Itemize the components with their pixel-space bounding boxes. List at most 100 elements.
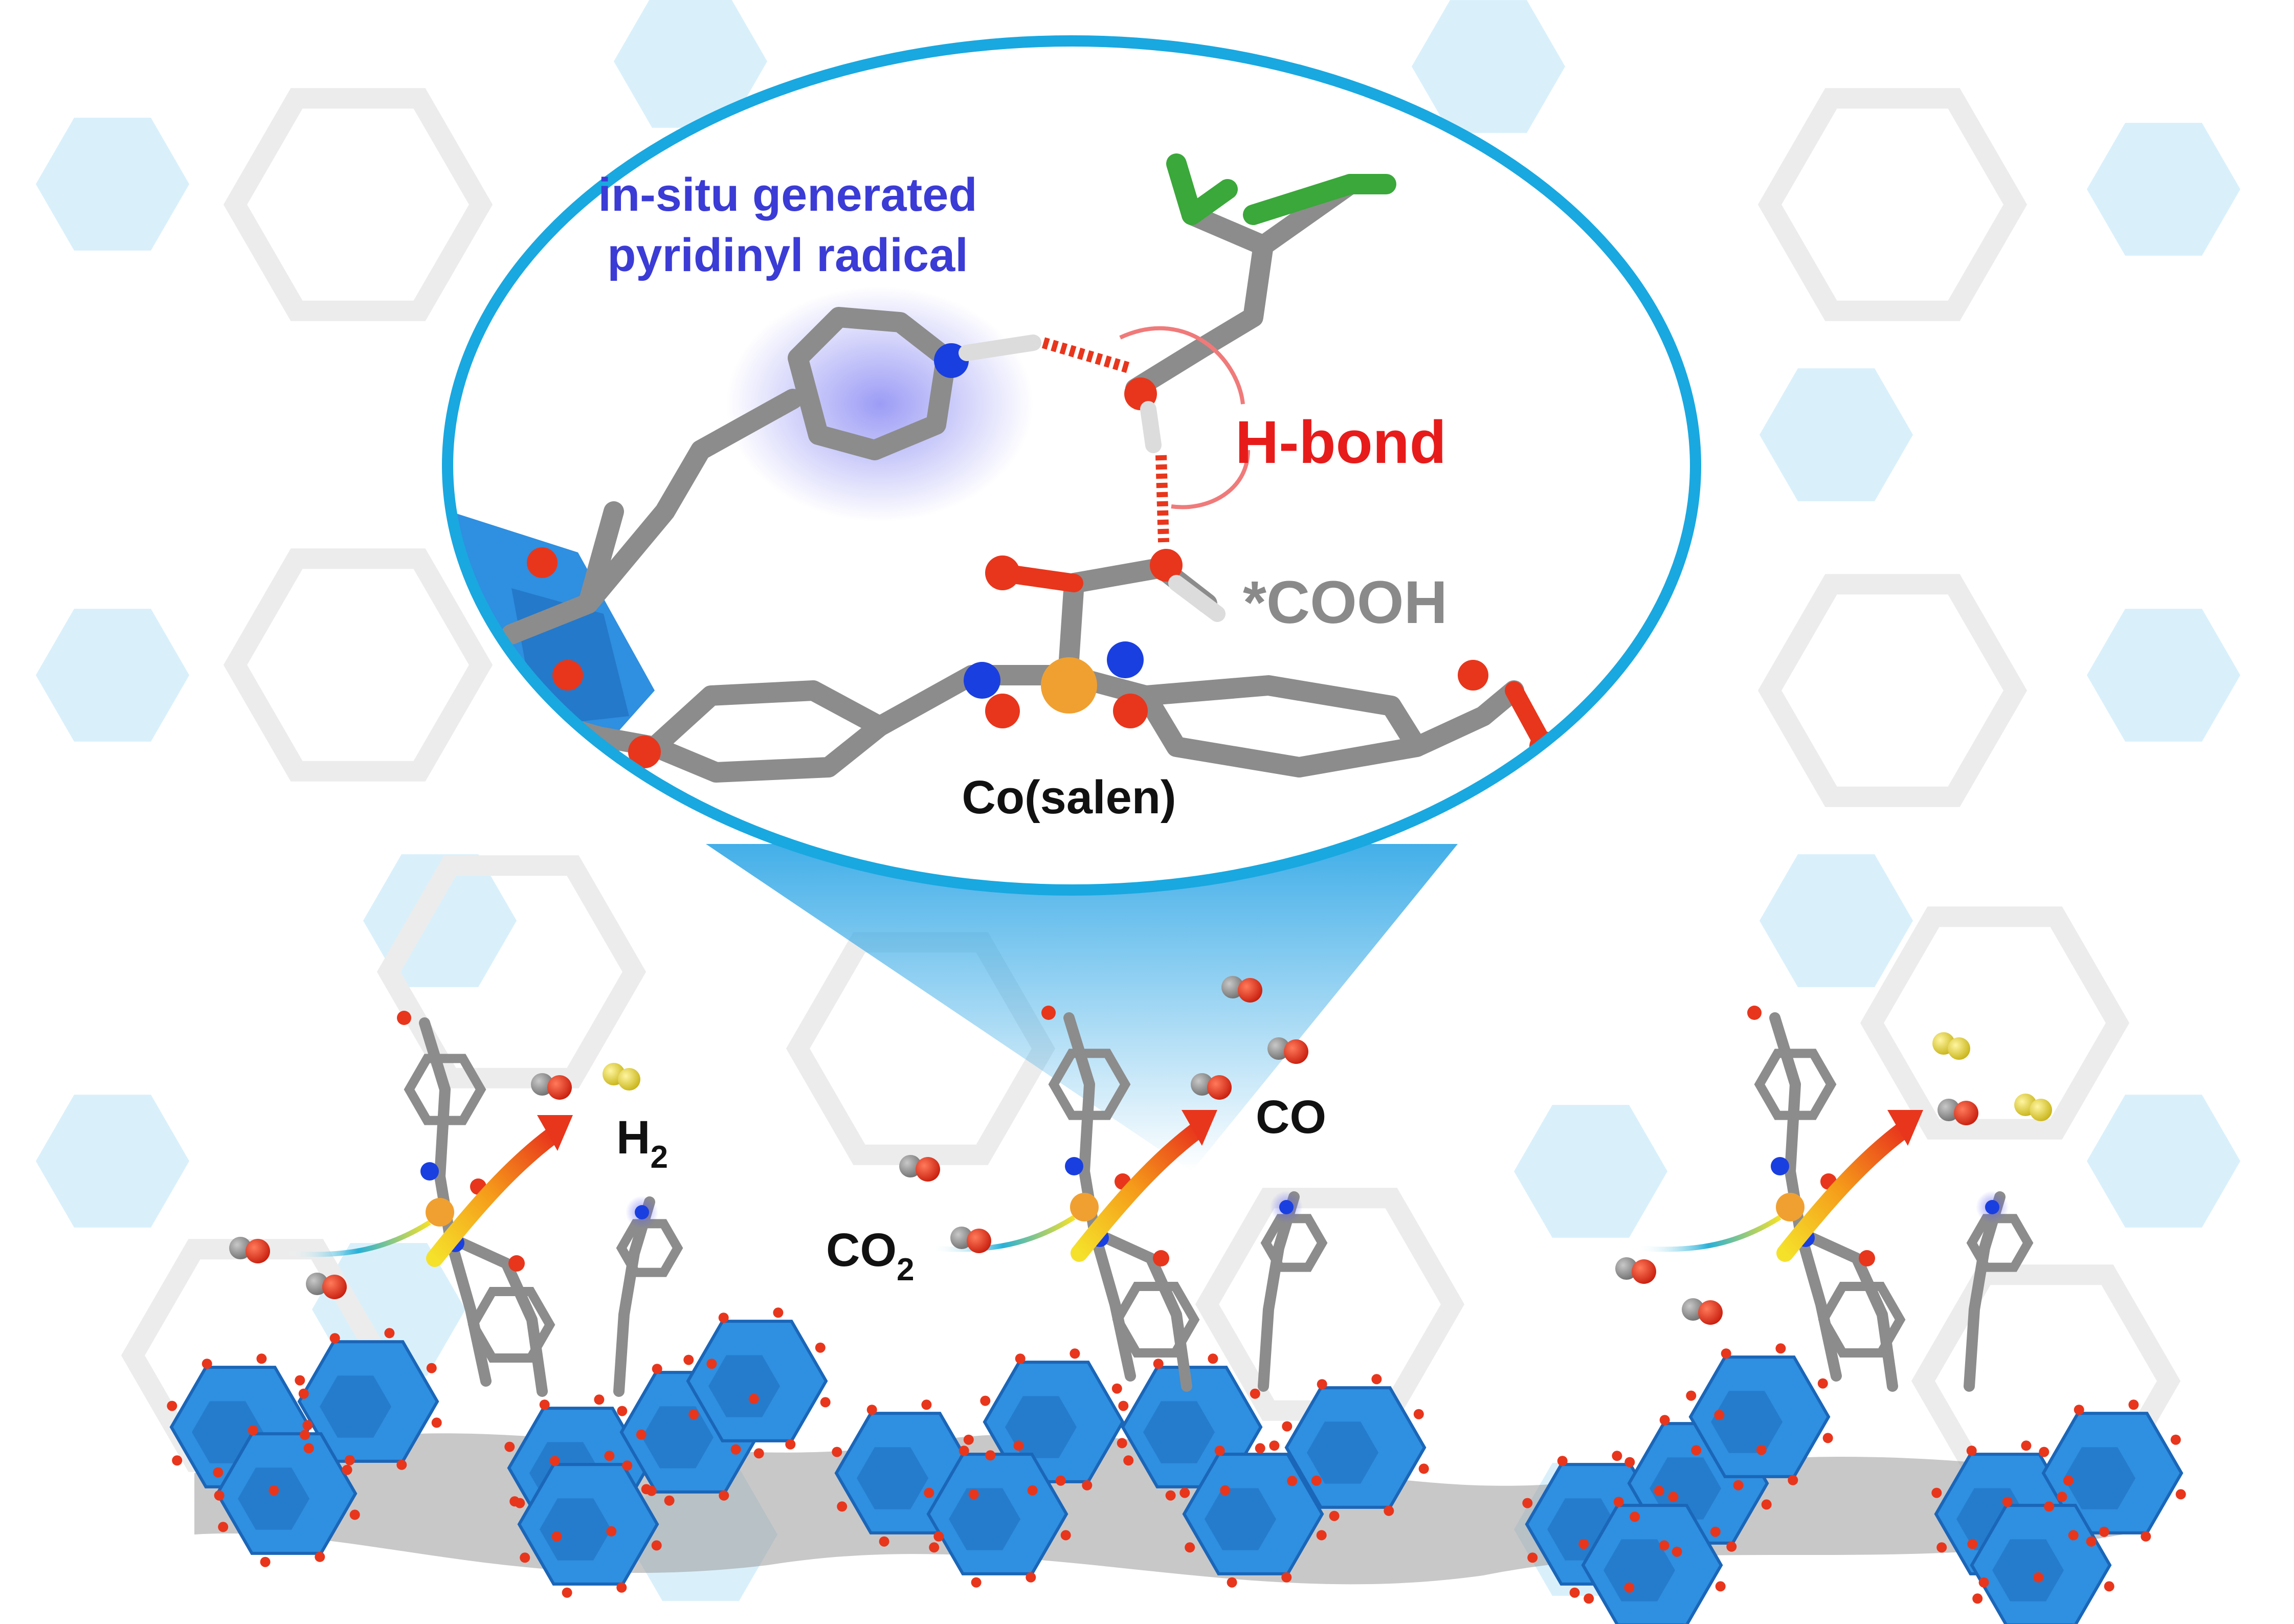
oxygen-atom (218, 1522, 229, 1532)
oxygen-atom (1153, 1359, 1164, 1369)
oxygen-atom (719, 1490, 729, 1501)
salen-arm (1795, 1227, 1898, 1392)
oxygen-atom (562, 1587, 572, 1598)
product-arrowhead (1887, 1110, 1923, 1146)
oxygen-atom (1659, 1415, 1670, 1426)
oxygen-atom (1686, 1390, 1697, 1401)
co-molecule (1615, 1257, 1656, 1284)
oxygen-atom (837, 1501, 848, 1512)
oxygen-atom (1569, 1587, 1580, 1598)
oxygen-atom (1329, 1510, 1340, 1521)
catalytic-site-2 (930, 1006, 1328, 1392)
pyridine-ring (616, 1219, 683, 1277)
oxygen-atom (1227, 1577, 1237, 1588)
co-molecule (950, 1227, 991, 1253)
oxygen-atom (344, 1455, 355, 1465)
mof-cluster-facet (1005, 1396, 1077, 1458)
h2-molecule (1932, 1032, 1970, 1060)
radical-label-line1: in-situ generated (598, 169, 977, 221)
h2-subscript: 2 (650, 1140, 667, 1175)
oxygen-atom (214, 1490, 225, 1501)
oxygen-atom (616, 1582, 627, 1593)
oxygen-atom (396, 1459, 407, 1470)
mof-cluster-facet (1205, 1488, 1276, 1550)
oxygen-atom (1013, 1440, 1024, 1451)
oxygen-atom (349, 1509, 360, 1520)
nitrogen-atom (1279, 1200, 1294, 1214)
oxygen-atom (2033, 1572, 2044, 1583)
oxygen-atom (2057, 1492, 2067, 1502)
oxygen-atom (2074, 1405, 2084, 1415)
oxygen-atom (646, 1485, 657, 1496)
oxygen-atom (167, 1400, 177, 1411)
aromatic-ring (467, 1287, 555, 1363)
product-arrowhead (537, 1115, 573, 1151)
oxygen-atom (706, 1359, 717, 1369)
co-molecule (1937, 1099, 1978, 1125)
oxygen-atom (246, 1239, 270, 1263)
mof-cluster-facet (1603, 1539, 1675, 1601)
oxygen-atom (773, 1307, 784, 1318)
aromatic-ring (1048, 1049, 1131, 1120)
oxygen-atom (248, 1425, 258, 1436)
oxygen-atom (1214, 1445, 1225, 1456)
oxygen-atom (1659, 1540, 1669, 1551)
hexagon-background-pattern (36, 0, 2240, 1601)
oxygen-atom (1522, 1498, 1533, 1508)
oxygen-atom (1082, 1480, 1093, 1490)
oxygen-atom (2170, 1434, 2181, 1445)
oxygen-atom (1165, 1490, 1176, 1501)
product-arrow (426, 1127, 561, 1267)
oxygen-atom (302, 1420, 313, 1431)
co-molecule (1221, 976, 1262, 1003)
oxygen-atom (549, 1456, 560, 1466)
oxygen-atom (1060, 1530, 1071, 1541)
oxygen-atom (1111, 1383, 1122, 1394)
oxygen-atom (508, 1255, 525, 1272)
mof-cluster-facet (238, 1467, 309, 1530)
h2-label: H2 (616, 1111, 668, 1175)
oxygen-atom (1817, 1378, 1828, 1389)
pyridine-ring (1966, 1214, 2034, 1272)
oxygen-atom (426, 1363, 437, 1373)
cobalt-atom (426, 1198, 454, 1227)
oxygen-atom (298, 1388, 309, 1399)
oxygen-atom (924, 1487, 934, 1498)
salen-nitrogen-atom (964, 662, 1000, 699)
oxygen-atom (2104, 1581, 2114, 1592)
oxygen-atom (1613, 1497, 1624, 1507)
oxygen-atom (688, 1409, 699, 1420)
oxygen-atom (2086, 1536, 2097, 1547)
oxygen-atom (933, 1531, 944, 1542)
co-molecule (1267, 1037, 1308, 1064)
cobalt-center-atom (1041, 657, 1097, 714)
oxygen-atom (832, 1447, 842, 1457)
co2-label: CO2 (826, 1224, 914, 1287)
oxygen-atom (1185, 1542, 1195, 1553)
magnification-cone (706, 844, 1458, 1171)
oxygen-atom (1966, 1445, 1977, 1456)
background-hexagon (2087, 1095, 2240, 1228)
oxygen-atom (1612, 1451, 1622, 1461)
cosalen-label: Co(salen) (962, 771, 1176, 824)
oxygen-atom (2128, 1399, 2139, 1410)
oxygen-atom (539, 1399, 550, 1410)
pyridine-ring (1260, 1214, 1328, 1272)
lens-border (442, 35, 1701, 896)
oxygen-atom (815, 1342, 826, 1353)
oxygen-atom (1055, 1475, 1066, 1486)
oxygen-atom (1316, 1530, 1327, 1541)
oxygen-atom (1584, 1593, 1594, 1604)
mof-cluster-facet (1307, 1421, 1378, 1484)
oxygen-atom (1269, 1440, 1280, 1451)
oxygen-atom (1118, 1400, 1129, 1411)
oxygen-atom (342, 1464, 352, 1475)
oxygen-atom (1123, 1455, 1134, 1466)
mof-cluster-facet (708, 1355, 780, 1417)
cobalt-atom (1776, 1193, 1805, 1221)
mof-cluster-facet (2064, 1447, 2135, 1509)
oxygen-atom (300, 1430, 310, 1440)
oxygen-atom (1632, 1259, 1656, 1284)
oxygen-atom (1287, 1476, 1298, 1486)
